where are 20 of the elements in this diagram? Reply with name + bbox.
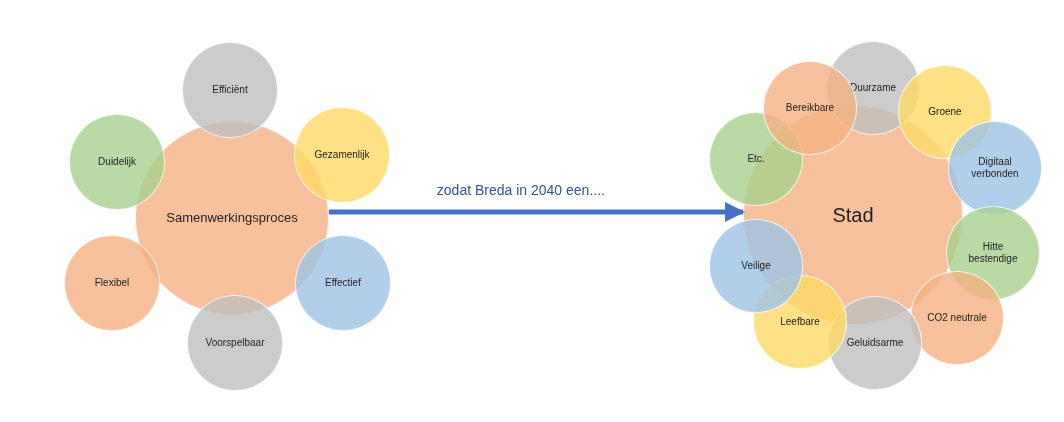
node-label: Duidelijk [98,156,136,168]
node-label: Geluidsarme [846,337,904,349]
node-label: Gezamenlijk [314,149,370,161]
edge-label: zodat Breda in 2040 een.... [434,182,607,198]
node-label: Leefbare [780,316,820,328]
node-label: Flexibel [94,277,130,289]
node-label: Hitte bestendige [967,241,1019,265]
node-label: Stad [832,203,874,227]
node-label: Groene [928,106,962,118]
node-label: Effectief [325,277,361,289]
node-label: Duurzame [849,82,897,94]
node-label: Etc. [747,153,765,165]
node-label: Digitaal verbonden [970,156,1020,180]
node-label: CO2 neutrale [927,312,987,324]
node-label: Bereikbare [785,102,835,114]
arrow [328,202,746,222]
node-label: Samenwerkingsproces [166,210,298,226]
node-label: Efficiënt [212,84,248,96]
node-label: Veilige [741,260,771,272]
node-label: Voorspelbaar [205,337,265,349]
